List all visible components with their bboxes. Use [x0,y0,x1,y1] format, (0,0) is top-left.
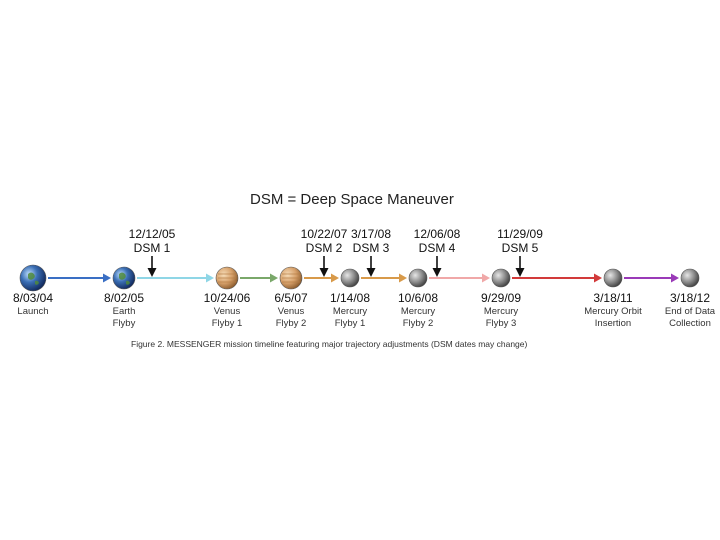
event-date: 8/03/04 [12,291,54,305]
dsm-label: DSM 3 [352,241,390,255]
event-label-line2: Flyby 3 [485,318,517,329]
event-label-line1: End of Data [664,306,716,317]
event-date: 8/02/05 [103,291,145,305]
dsm-date: 3/17/08 [350,227,392,241]
segment-arrowhead [671,273,679,283]
mercury-body-icon [340,268,360,288]
figure-caption: Figure 2. MESSENGER mission timeline fea… [131,339,528,349]
mercury-body-icon [603,268,623,288]
event-date: 3/18/11 [593,291,633,305]
dsm-arrow-head [515,268,525,277]
mercury-body-icon [680,268,700,288]
dsm-arrow-head [319,268,329,277]
event-label-line1: Venus [277,306,305,317]
dsm-label: DSM 1 [133,241,171,255]
event-label-line1: Earth [112,306,136,317]
dsm-label: DSM 5 [501,241,539,255]
dsm-date: 12/06/08 [413,227,461,241]
event-label-line2: Insertion [594,318,632,329]
event-label-line1: Mercury [332,306,368,317]
segment-arrowhead [206,273,214,283]
dsm-date: 11/29/09 [497,227,543,241]
event-label-line2: Flyby [112,318,136,329]
event-label-line1: Mercury [400,306,436,317]
event-date: 3/18/12 [669,291,711,305]
event-label-line1: Launch [17,306,49,317]
dsm-arrow-head [432,268,442,277]
event-label-line2: Flyby 2 [402,318,434,329]
dsm-arrow-head [366,268,376,277]
segment-arrowhead [331,273,339,283]
earth-landmass [119,272,130,285]
dsm-label: DSM 2 [305,241,343,255]
segment-arrowhead [399,273,407,283]
dsm-date: 10/22/07 [300,227,348,241]
event-label-line1: Mercury [483,306,519,317]
event-label-line2: Flyby 1 [334,318,366,329]
dsm-label: DSM 4 [418,241,456,255]
segment-arrowhead [594,273,602,283]
dsm-date: 12/12/05 [128,227,176,241]
event-date: 10/24/06 [203,291,251,305]
legend-dsm-definition: DSM = Deep Space Maneuver [250,191,454,208]
segment-arrowhead [482,273,490,283]
earth-landmass [28,272,39,285]
event-label-line2: Flyby 1 [211,318,243,329]
event-date: 6/5/07 [274,291,308,305]
event-label-line2: Flyby 2 [275,318,307,329]
event-label-line1: Venus [213,306,241,317]
segment-arrowhead [270,273,278,283]
mercury-body-icon [408,268,428,288]
event-date: 10/6/08 [397,291,439,305]
mercury-body-icon [491,268,511,288]
segment-arrowhead [103,273,111,283]
dsm-arrow-head [147,268,157,277]
event-date: 9/29/09 [480,291,522,305]
event-label-line1: Mercury Orbit [584,306,642,317]
event-label-line2: Collection [669,318,711,329]
event-date: 1/14/08 [329,291,371,305]
